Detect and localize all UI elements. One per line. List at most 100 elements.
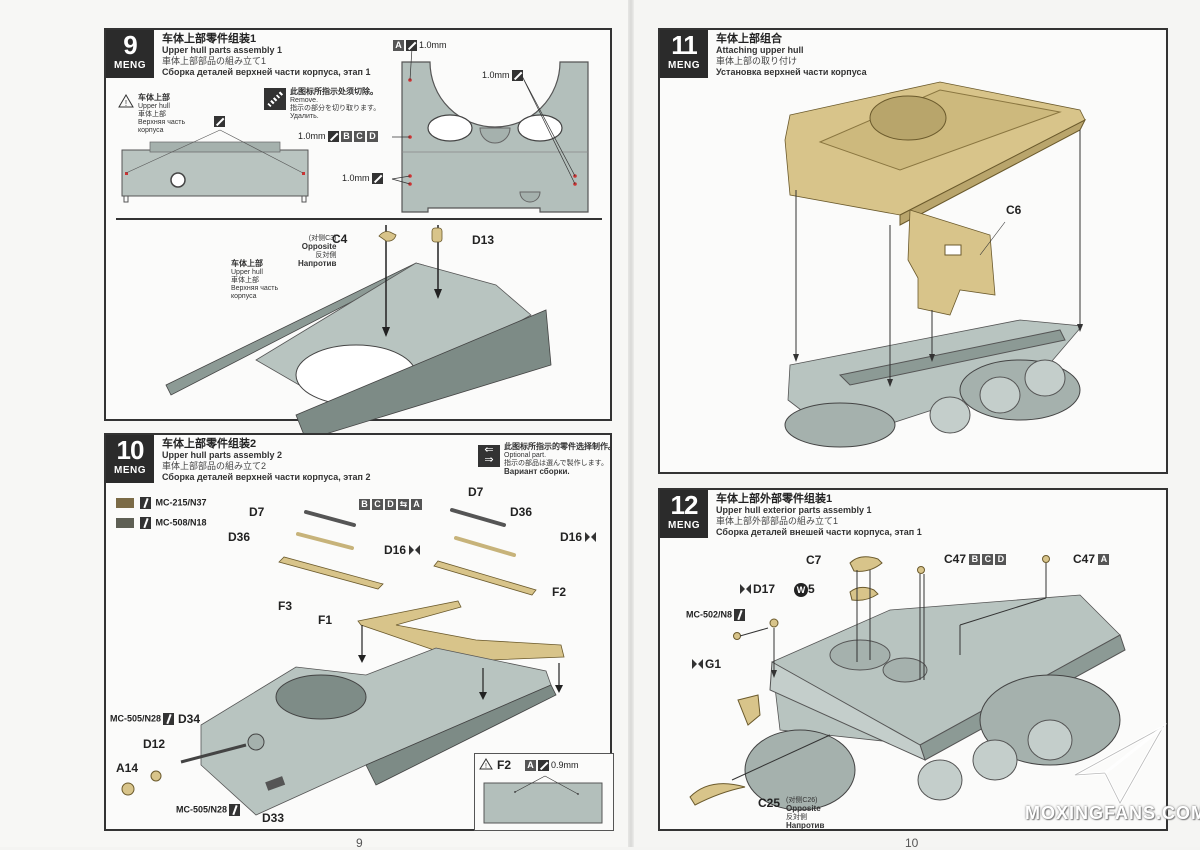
version-letter: A	[525, 760, 536, 772]
title-en: Upper hull exterior parts assembly 1	[716, 505, 872, 515]
hull-top-view-illustration	[391, 47, 589, 213]
hull-label: 车体上部 Upper hull 車体上部 Верхняя часть корпу…	[231, 260, 283, 301]
drill-icon	[406, 40, 417, 52]
drill-size: 1.0mm	[342, 173, 370, 183]
step-titles: 车体上部零件组装2 Upper hull parts assembly 2 車体…	[162, 439, 370, 483]
opposite-zh: (对侧C3)	[308, 235, 337, 242]
watermark-text: MOXINGFANS.COM	[1025, 803, 1200, 823]
title-ru: Сборка деталей верхней части корпуса, эт…	[162, 67, 371, 77]
title-en: Upper hull parts assembly 1	[162, 45, 283, 55]
optional-part-icon: ⇐⇒	[478, 445, 500, 467]
remove-note: 此图标所指示处须切除。 Remove. 指示の部分を切り取ります。 Удалит…	[290, 88, 380, 121]
optional-ja: 指示の部品は選んで製作します。	[504, 460, 608, 467]
upper-hull-illustration	[165, 225, 552, 441]
drill-size: 1.0mm	[298, 131, 326, 141]
part-label-d33: D33	[262, 811, 285, 825]
drill-size: 1.0mm	[419, 40, 447, 50]
part-label-a14: A14	[116, 761, 139, 775]
version-letter: A	[411, 499, 422, 511]
brush-icon	[163, 713, 175, 725]
hull-label-ja: 車体上部	[231, 277, 259, 284]
page-number-right: 10	[905, 836, 919, 850]
paint-code: MC-508/N18	[155, 517, 207, 528]
part-label-d7-left: D7	[249, 505, 265, 519]
opposite-zh: (对侧C26)	[786, 797, 818, 804]
part-label-d16-right: D16	[560, 530, 598, 544]
paint-legend-1: MC-215/N37	[116, 497, 207, 509]
version-letter: D	[367, 131, 379, 143]
page-number-left: 9	[356, 836, 363, 850]
version-letter: C	[372, 499, 383, 511]
opposite-en: Opposite	[786, 804, 821, 813]
brush-icon	[229, 804, 241, 816]
bowtie-icon	[585, 532, 597, 543]
hull-label-en: Upper hull	[231, 269, 263, 276]
title-ru: Установка верхней части корпуса	[716, 67, 867, 77]
version-letter: B	[359, 499, 370, 511]
part-label-d7-right: D7	[468, 485, 484, 499]
opposite-en: Opposite	[301, 242, 337, 251]
swap-icon: ⇆	[398, 499, 409, 511]
optional-en: Optional part.	[504, 452, 547, 459]
step-number-badge: 12 MENG	[660, 490, 708, 538]
step-number-badge: 11 MENG	[660, 30, 708, 78]
opposite-ru: Напротив	[786, 821, 825, 830]
optional-ru: Вариант сборки.	[504, 467, 570, 476]
part-label-d36-right: D36	[510, 505, 533, 519]
part-label-c6: C6	[1006, 203, 1022, 217]
version-letter: B	[341, 131, 353, 143]
title-zh: 车体上部零件组装1	[162, 33, 257, 45]
part-label-c4: C4	[332, 232, 348, 246]
drill-icon	[328, 131, 340, 143]
brand-logo: MENG	[114, 60, 146, 71]
svg-text:!: !	[125, 99, 127, 108]
drill-icon	[372, 173, 384, 185]
drill-size: 0.9mm	[551, 760, 579, 770]
opposite-ja: 反対側	[315, 252, 337, 259]
title-zh: 车体上部组合	[716, 33, 782, 45]
bowtie-icon	[740, 584, 751, 595]
hull-label-ru: Верхняя часть корпуса	[231, 285, 279, 300]
attach-upper-hull-illustration	[784, 81, 1087, 448]
remove-icon	[264, 88, 286, 110]
warning-icon: !	[479, 758, 493, 770]
part-c4-shape	[378, 231, 397, 242]
part-label-d16-left: D16	[384, 543, 422, 557]
remove-en: Remove.	[290, 97, 319, 104]
part-label-g1: G1	[692, 657, 721, 671]
version-letter: B	[969, 554, 981, 566]
bowtie-icon	[409, 545, 421, 556]
note-en: Upper hull	[138, 103, 170, 110]
part-c4-note: (对侧C3) Opposite 反対側 Напротив	[298, 235, 336, 269]
paint-code: MC-215/N37	[155, 497, 207, 508]
step-number: 10	[116, 435, 145, 465]
title-en: Upper hull parts assembly 2	[162, 450, 283, 460]
step-number: 11	[671, 30, 698, 60]
brush-icon	[140, 517, 151, 529]
brand-logo: MENG	[668, 60, 700, 71]
title-ja: 車体上部外部部品の組み立て1	[716, 516, 839, 526]
drill-icon	[512, 70, 524, 82]
page-gutter	[628, 0, 634, 847]
part-id: 5	[808, 582, 815, 596]
part-id: G1	[705, 657, 722, 671]
part-label-f3: F3	[278, 599, 293, 613]
inset-drill-callout: A 0.9mm	[525, 760, 579, 772]
part-id: D16	[560, 530, 583, 544]
warning-icon: !	[118, 94, 134, 108]
step-number-badge: 9 MENG	[106, 30, 154, 78]
part-id: D17	[753, 582, 776, 596]
paint-callout-d34: MC-505/N28	[110, 713, 176, 725]
part-id: C47	[944, 552, 967, 566]
title-zh: 车体上部外部零件组装1	[716, 493, 833, 505]
optional-part-note: 此图标所指示的零件选择制作。 Optional part. 指示の部品は選んで製…	[504, 443, 616, 477]
title-ru: Сборка деталей внешей части корпуса, эта…	[716, 527, 922, 537]
title-ja: 車体上部部品の組み立て1	[162, 56, 267, 66]
drill-callout-lower: 1.0mm	[342, 173, 385, 185]
part-id: C47	[1073, 552, 1096, 566]
step-11-panel: 11 MENG 车体上部组合 Attaching upper hull 車体上部…	[658, 28, 1168, 474]
